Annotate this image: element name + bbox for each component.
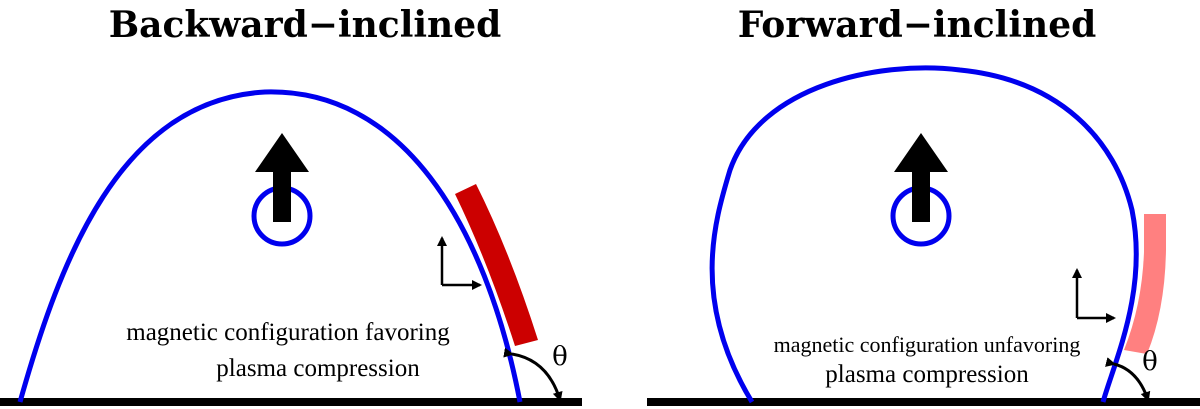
panel-title: Forward−inclined	[738, 4, 1097, 46]
angle-arc	[503, 347, 563, 402]
caption-line-2: plasma compression	[216, 355, 420, 382]
coordinate-axes-icon	[437, 236, 482, 290]
panel-title: Backward−inclined	[109, 4, 502, 46]
magnetic-loop	[17, 89, 523, 403]
angle-label: θ	[1142, 347, 1158, 377]
coordinate-axes-icon	[1072, 268, 1116, 323]
upward-motion-arrow	[255, 133, 309, 222]
caption-line-1: magnetic configuration favoring	[126, 319, 450, 346]
panel-forward-inclined: Forward−inclined magnetic configuration …	[647, 4, 1200, 406]
upward-motion-arrow	[894, 133, 948, 222]
current-sheet	[1124, 214, 1166, 354]
current-sheet	[455, 184, 538, 346]
angle-arc	[1105, 357, 1151, 402]
panel-backward-inclined: Backward−inclined magnetic configuration…	[0, 4, 582, 406]
angle-label: θ	[552, 342, 568, 372]
magnetic-loop	[709, 65, 1139, 404]
caption-line-1: magnetic configuration unfavoring	[774, 332, 1081, 357]
caption-line-2: plasma compression	[825, 361, 1029, 388]
